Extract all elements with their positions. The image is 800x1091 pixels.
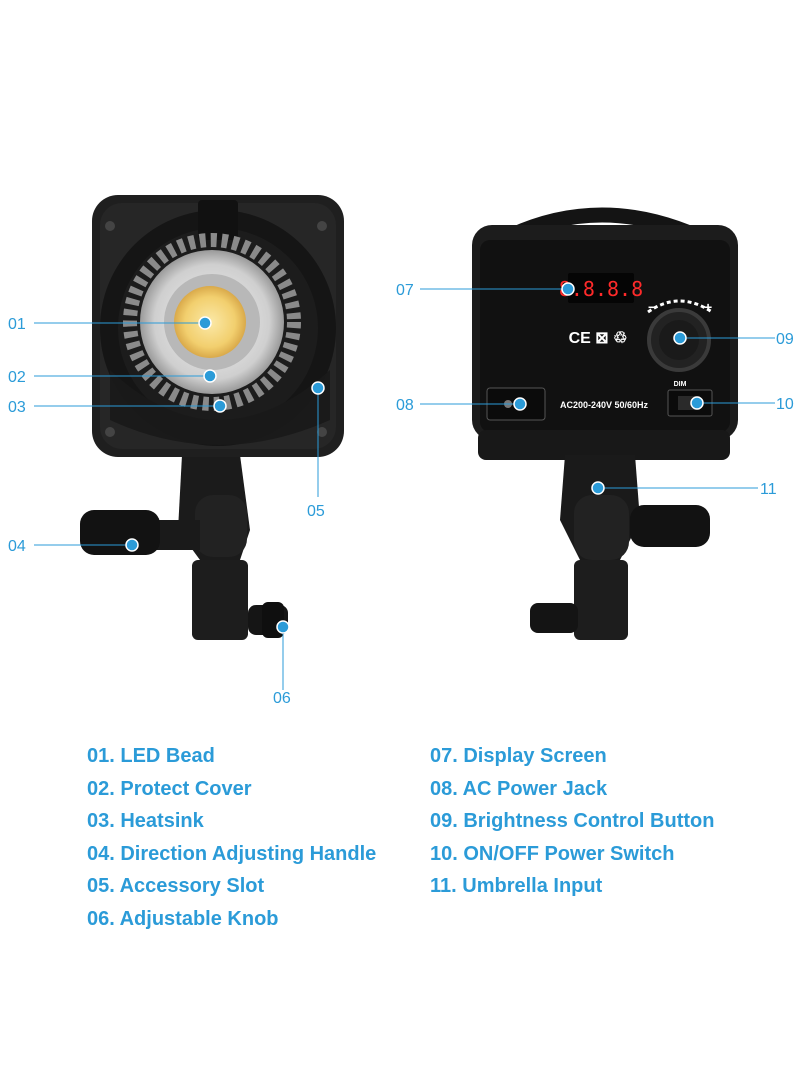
callout-lines (34, 288, 775, 690)
parts-legend: 01. LED Bead 02. Protect Cover 03. Heats… (0, 740, 800, 940)
callout-02: 02 (8, 369, 26, 386)
callout-06: 06 (273, 690, 291, 707)
callout-05: 05 (307, 503, 325, 520)
callout-11: 11 (760, 481, 777, 498)
legend-item-01: 01. LED Bead (87, 745, 215, 767)
callout-04: 04 (8, 538, 26, 555)
legend-item-10: 10. ON/OFF Power Switch (430, 842, 675, 865)
legend-item-11: 11. Umbrella Input (430, 875, 603, 898)
legend-item-02: 02. Protect Cover (87, 777, 252, 800)
callout-08: 08 (396, 397, 414, 414)
legend-item-08: 08. AC Power Jack (430, 777, 608, 800)
power-rating-label: AC200-240V 50/60Hz (560, 400, 649, 410)
dot-02 (203, 369, 217, 383)
legend-item-09: 09. Brightness Control Button (430, 810, 715, 833)
certification-marks: CE ⊠ ♲ (569, 330, 628, 347)
dot-11 (591, 481, 605, 495)
dim-label: DIM (674, 381, 687, 388)
legend-item-07: 07. Display Screen (430, 745, 607, 767)
dot-07 (561, 282, 575, 296)
dial-plus-sign: + (704, 299, 712, 315)
dot-08 (513, 397, 527, 411)
callout-01: 01 (8, 316, 26, 333)
product-diagram: 8.8.8.8 CE ⊠ ♲ AC200-240V 50/60Hz DIM − … (8, 195, 794, 707)
callout-dots (125, 282, 704, 634)
callout-07: 07 (396, 282, 414, 299)
dot-09 (673, 331, 687, 345)
legend-right-column: 07. Display Screen 08. AC Power Jack 09.… (430, 740, 714, 903)
dot-04 (125, 538, 139, 552)
dot-05 (311, 381, 325, 395)
front-view-light (80, 195, 344, 640)
legend-item-06: 06. Adjustable Knob (87, 907, 279, 930)
legend-item-04: 04. Direction Adjusting Handle (87, 842, 377, 865)
callout-numbers: 01 02 03 04 05 06 07 08 09 10 11 (8, 282, 794, 707)
dot-03 (213, 399, 227, 413)
legend-item-03: 03. Heatsink (87, 810, 204, 833)
callout-10: 10 (776, 396, 794, 413)
dot-10 (690, 396, 704, 410)
callout-03: 03 (8, 399, 26, 416)
dot-06 (276, 620, 290, 634)
dot-01 (198, 316, 212, 330)
rear-view-light: 8.8.8.8 CE ⊠ ♲ AC200-240V 50/60Hz DIM − … (472, 207, 738, 640)
callout-09: 09 (776, 331, 794, 348)
dial-minus-sign: − (648, 299, 656, 315)
legend-item-05: 05. Accessory Slot (87, 875, 265, 898)
legend-left-column: 01. LED Bead 02. Protect Cover 03. Heats… (87, 740, 376, 936)
